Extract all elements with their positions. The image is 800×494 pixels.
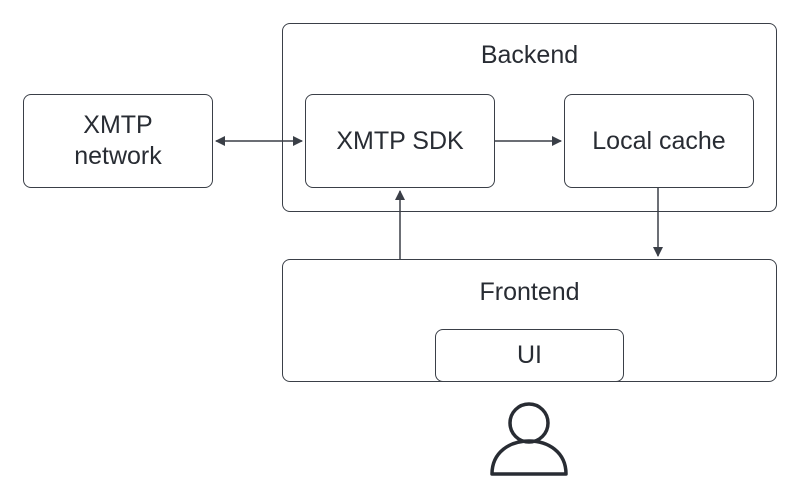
user-icon — [490, 402, 568, 476]
xmtp-network-label: XMTP network — [74, 111, 162, 170]
ui-label: UI — [517, 341, 542, 369]
xmtp-sdk-node: XMTP SDK — [305, 94, 495, 188]
local-cache-label: Local cache — [592, 126, 726, 155]
xmtp-sdk-label: XMTP SDK — [336, 126, 464, 155]
ui-node: UI — [435, 329, 624, 382]
local-cache-node: Local cache — [564, 94, 754, 188]
backend-label: Backend — [480, 41, 579, 69]
frontend-label: Frontend — [479, 278, 580, 306]
xmtp-network-node: XMTP network — [23, 94, 213, 188]
